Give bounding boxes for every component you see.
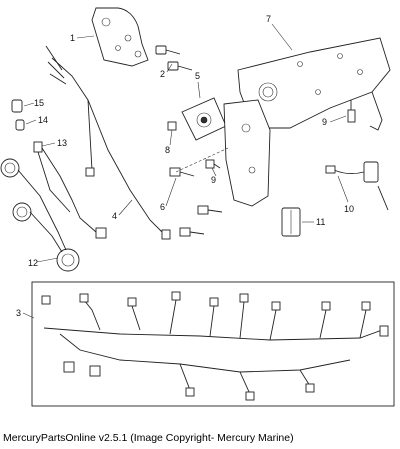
bolt-part-9b [347,100,356,123]
connector-part-14 [15,119,25,131]
callout-2: 2 [160,69,165,79]
callout-1: 1 [70,33,75,43]
callout-9b: 9 [322,117,327,127]
vertical-bracket [223,99,271,207]
callout-3: 3 [16,308,21,318]
parts-diagram: 1 2 3 4 5 6 7 8 9 9 10 11 12 13 14 15 [0,7,395,407]
callout-11: 11 [316,217,325,227]
connector-part-11 [281,207,301,237]
callout-7: 7 [266,14,271,24]
image-caption: MercuryPartsOnline v2.5.1 (Image Copyrig… [3,432,294,444]
bolt-part-9a [205,159,221,169]
sensor-bracket-part-5 [181,97,227,141]
callout-10: 10 [344,204,354,214]
callout-13: 13 [57,138,67,148]
screw-part-2 [155,45,193,71]
harness-part-13 [33,141,107,239]
connector-part-12 [0,158,80,272]
plate-part-7 [237,37,391,131]
bolt-part-8 [167,121,177,131]
harness-part-4 [45,45,171,240]
callout-4: 4 [112,211,117,221]
bracket-part-1 [91,7,149,67]
main-harness-part-3 [31,281,395,407]
callout-14: 14 [38,115,48,125]
sender-part-10 [325,161,389,211]
callout-5: 5 [195,71,200,81]
callout-12: 12 [28,258,38,268]
leader-lines [22,23,349,319]
callout-6: 6 [160,202,165,212]
callout-15: 15 [34,98,44,108]
callout-8: 8 [165,145,170,155]
connector-part-15 [11,99,23,113]
callout-labels: 1 2 3 4 5 6 7 8 9 9 10 11 12 13 14 15 [16,14,354,318]
callout-9a: 9 [211,175,216,185]
bolt-part-6 [169,147,229,237]
